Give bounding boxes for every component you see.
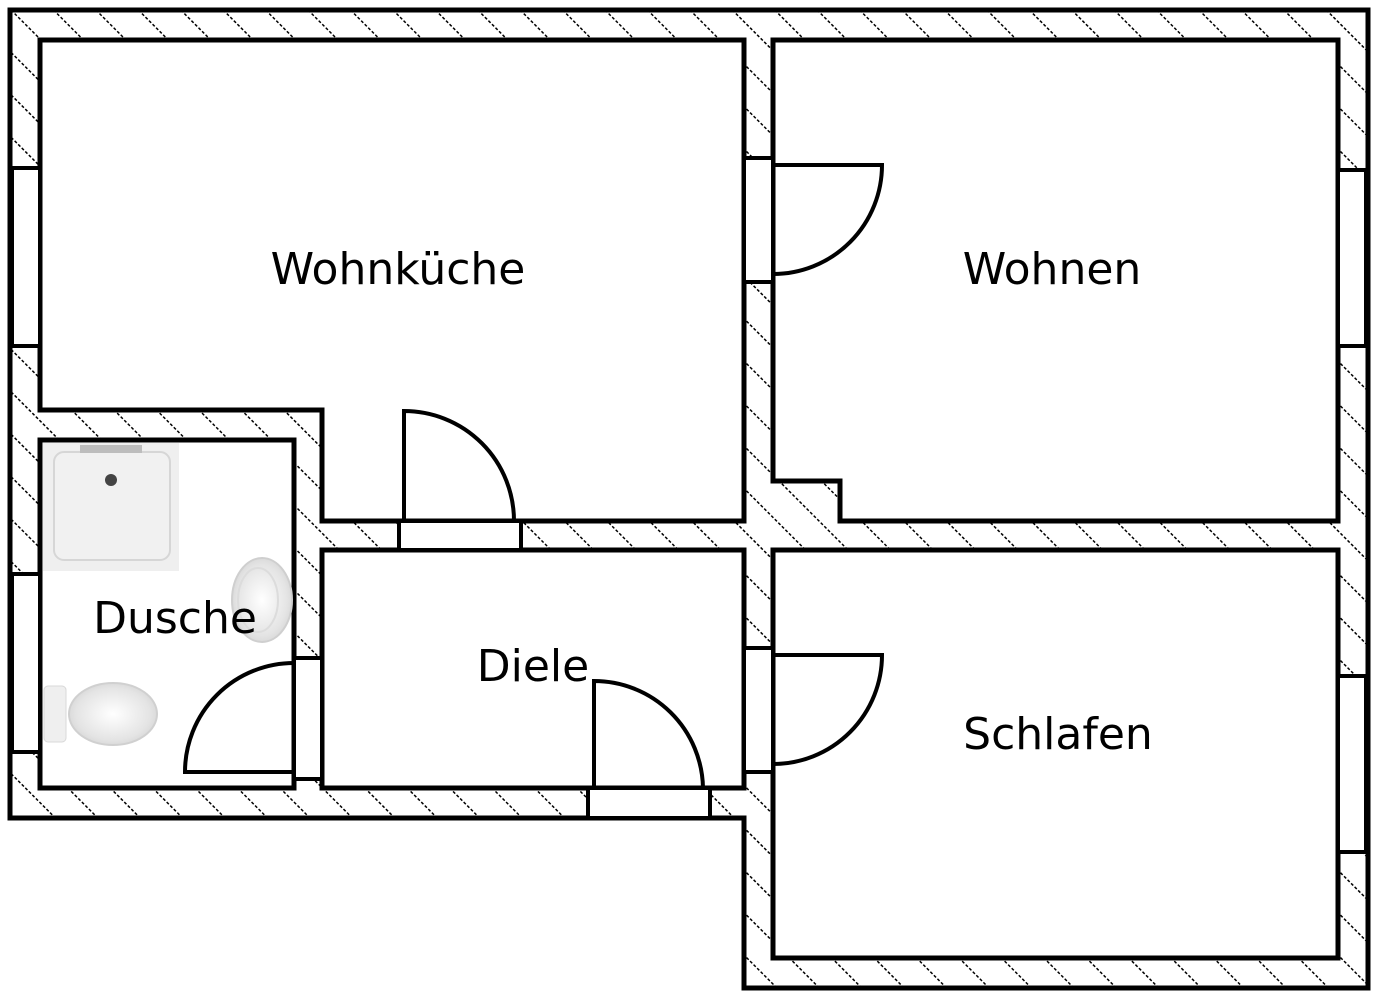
washbasin <box>231 557 293 643</box>
toilet <box>43 682 158 746</box>
window-wohnkueche-left <box>10 166 42 348</box>
window-dusche-left <box>10 572 42 754</box>
door-dusche[interactable] <box>182 661 295 774</box>
room-schlafen[interactable] <box>770 547 1341 961</box>
label-wohnkueche: Wohnküche <box>271 244 526 295</box>
drain-icon <box>105 474 117 486</box>
window-wohnen-right <box>1336 168 1368 348</box>
windows <box>10 166 1368 854</box>
door-wohnen[interactable] <box>772 163 885 276</box>
room-wohnen[interactable] <box>770 37 1341 524</box>
room-wohnkueche[interactable] <box>37 37 747 524</box>
door-entrance[interactable] <box>592 678 705 789</box>
opening-wohnkueche-wohnen <box>742 156 775 284</box>
opening-diele-schlafen <box>742 646 775 774</box>
label-diele: Diele <box>477 641 589 692</box>
room-diele[interactable] <box>319 547 747 791</box>
label-schlafen: Schlafen <box>963 709 1153 760</box>
shower-tray <box>43 443 179 571</box>
door-wohnkueche[interactable] <box>402 408 516 522</box>
door-openings <box>292 156 775 820</box>
window-schlafen-right <box>1336 674 1368 854</box>
door-schlafen[interactable] <box>772 653 885 766</box>
label-dusche: Dusche <box>93 593 257 644</box>
opening-dusche-diele <box>292 656 324 781</box>
label-wohnen: Wohnen <box>963 244 1142 295</box>
opening-wohnkueche-diele <box>397 519 523 552</box>
opening-entrance <box>586 786 712 820</box>
